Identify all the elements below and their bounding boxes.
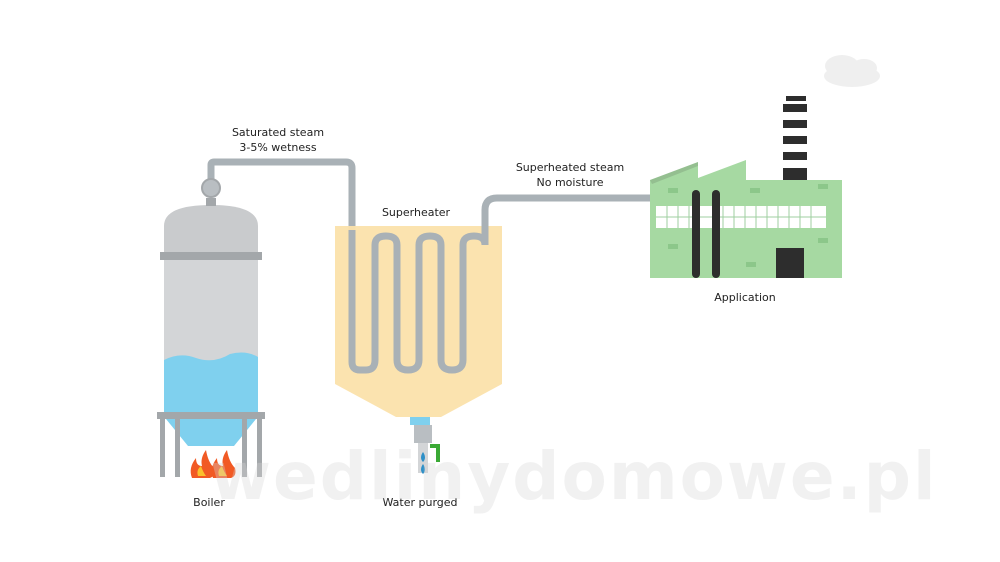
superheater-coil-overlay: [348, 226, 489, 374]
superheated-steam-line1: Superheated steam: [515, 161, 625, 174]
boiler: [157, 178, 265, 477]
flame-icon: [190, 450, 236, 478]
superheater-label: Superheater: [381, 206, 451, 219]
superheated-steam-line2: No moisture: [536, 176, 604, 189]
water-purged-label: Water purged: [382, 496, 458, 509]
watermark: wedlinydomowe.pl: [210, 438, 938, 515]
superheated-steam-label: Superheated steam No moisture: [508, 160, 632, 190]
application-label: Application: [714, 291, 776, 304]
chimney: [783, 96, 807, 180]
factory: [650, 160, 842, 278]
water-drop-icon: [421, 452, 425, 474]
saturated-steam-line2: 3-5% wetness: [239, 141, 317, 154]
boiler-label: Boiler: [193, 496, 225, 509]
cloud-icon: [824, 55, 880, 87]
saturated-steam-line1: Saturated steam: [231, 126, 325, 139]
saturated-steam-label: Saturated steam 3-5% wetness: [222, 125, 334, 155]
